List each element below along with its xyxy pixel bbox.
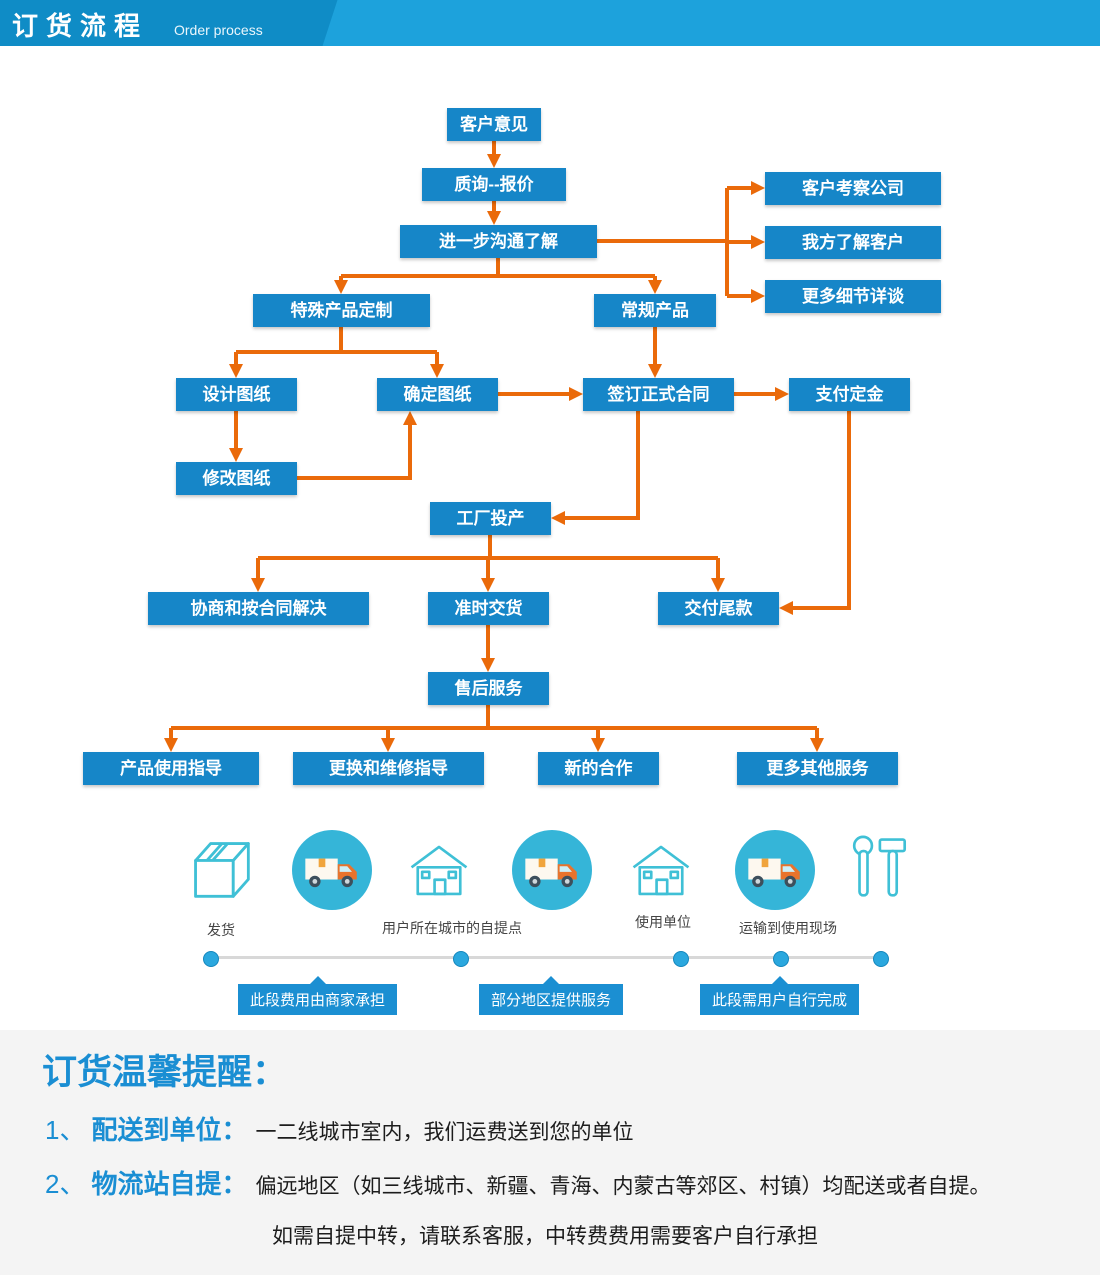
flow-node-pay-deposit: 支付定金 bbox=[789, 378, 910, 411]
timeline-dot bbox=[773, 951, 789, 967]
page-title: 订货流程 bbox=[12, 11, 149, 41]
notice-item-2-label: 物流站自提： bbox=[91, 1169, 248, 1199]
timeline-tag-partial-service: 部分地区提供服务 bbox=[479, 976, 624, 1015]
flow-node-factory-production: 工厂投产 bbox=[430, 502, 551, 535]
tools-icon bbox=[848, 832, 910, 907]
timeline-dot bbox=[203, 951, 219, 967]
notice-item-2-text-line2: 如需自提中转，请联系客服，中转费费用需要客户自行承担 bbox=[272, 1225, 818, 1248]
timeline-tag-user-complete: 此段需用户自行完成 bbox=[700, 976, 860, 1015]
notice-item-2-text: 偏远地区（如三线城市、新疆、青海、内蒙古等郊区、村镇）均配送或者自提。 bbox=[255, 1175, 991, 1198]
notice-title: 订货温馨提醒： bbox=[42, 1053, 288, 1092]
timeline-dot bbox=[873, 951, 889, 967]
flow-node-customer-visit: 客户考察公司 bbox=[765, 172, 941, 205]
notice-item-2: 2、 物流站自提： 偏远地区（如三线城市、新疆、青海、内蒙古等郊区、村镇）均配送… bbox=[45, 1164, 990, 1201]
pickup-point-house-icon bbox=[630, 842, 692, 903]
delivery-truck-icon bbox=[512, 830, 592, 915]
flow-node-customer-opinion: 客户意见 bbox=[447, 108, 541, 141]
flow-node-new-cooperation: 新的合作 bbox=[538, 752, 659, 785]
flow-node-further-communication: 进一步沟通了解 bbox=[400, 225, 597, 258]
flow-node-modify-drawing: 修改图纸 bbox=[176, 462, 297, 495]
flow-node-sign-contract: 签订正式合同 bbox=[583, 378, 734, 411]
timeline-line bbox=[210, 956, 880, 959]
notice-section: 订货温馨提醒： 1、 配送到单位： 一二线城市室内，我们运费送到您的单位 2、 … bbox=[0, 1030, 1100, 1275]
flow-node-custom-product: 特殊产品定制 bbox=[253, 294, 430, 327]
notice-item-1-label: 配送到单位： bbox=[91, 1115, 248, 1145]
flow-node-inquiry-quote: 质询--报价 bbox=[422, 168, 566, 201]
delivery-truck-icon bbox=[292, 830, 372, 915]
notice-item-1: 1、 配送到单位： 一二线城市室内，我们运费送到您的单位 bbox=[45, 1110, 633, 1147]
flow-node-negotiate-resolve: 协商和按合同解决 bbox=[148, 592, 369, 625]
pickup-point-house-icon bbox=[408, 842, 470, 903]
flow-node-pay-balance: 交付尾款 bbox=[658, 592, 779, 625]
flow-node-on-time-delivery: 准时交货 bbox=[428, 592, 549, 625]
flow-node-regular-product: 常规产品 bbox=[594, 294, 716, 327]
flow-node-after-sales: 售后服务 bbox=[428, 672, 549, 705]
notice-item-2-number: 2、 bbox=[45, 1169, 86, 1199]
pickup-label: 用户所在城市的自提点 bbox=[382, 920, 522, 936]
delivery-truck-icon bbox=[735, 830, 815, 915]
flow-node-know-customer: 我方了解客户 bbox=[765, 226, 941, 259]
unit-label: 使用单位 bbox=[635, 914, 691, 930]
header-bar: 订货流程 Order process bbox=[0, 0, 1100, 46]
ship-label: 发货 bbox=[207, 922, 235, 938]
flow-node-more-services: 更多其他服务 bbox=[737, 752, 898, 785]
transport-label: 运输到使用现场 bbox=[739, 920, 837, 936]
package-box-icon bbox=[188, 836, 254, 907]
timeline-dot bbox=[453, 951, 469, 967]
flow-node-usage-guidance: 产品使用指导 bbox=[83, 752, 259, 785]
flow-node-more-details: 更多细节详谈 bbox=[765, 280, 941, 313]
page-subtitle: Order process bbox=[174, 22, 263, 38]
flow-node-replacement-repair: 更换和维修指导 bbox=[293, 752, 484, 785]
flow-node-confirm-drawing: 确定图纸 bbox=[377, 378, 498, 411]
flow-node-design-drawing: 设计图纸 bbox=[176, 378, 297, 411]
notice-item-1-number: 1、 bbox=[45, 1115, 86, 1145]
notice-item-1-text: 一二线城市室内，我们运费送到您的单位 bbox=[255, 1121, 634, 1144]
timeline-tag-merchant-cost: 此段费用由商家承担 bbox=[238, 976, 398, 1015]
timeline-dot bbox=[673, 951, 689, 967]
